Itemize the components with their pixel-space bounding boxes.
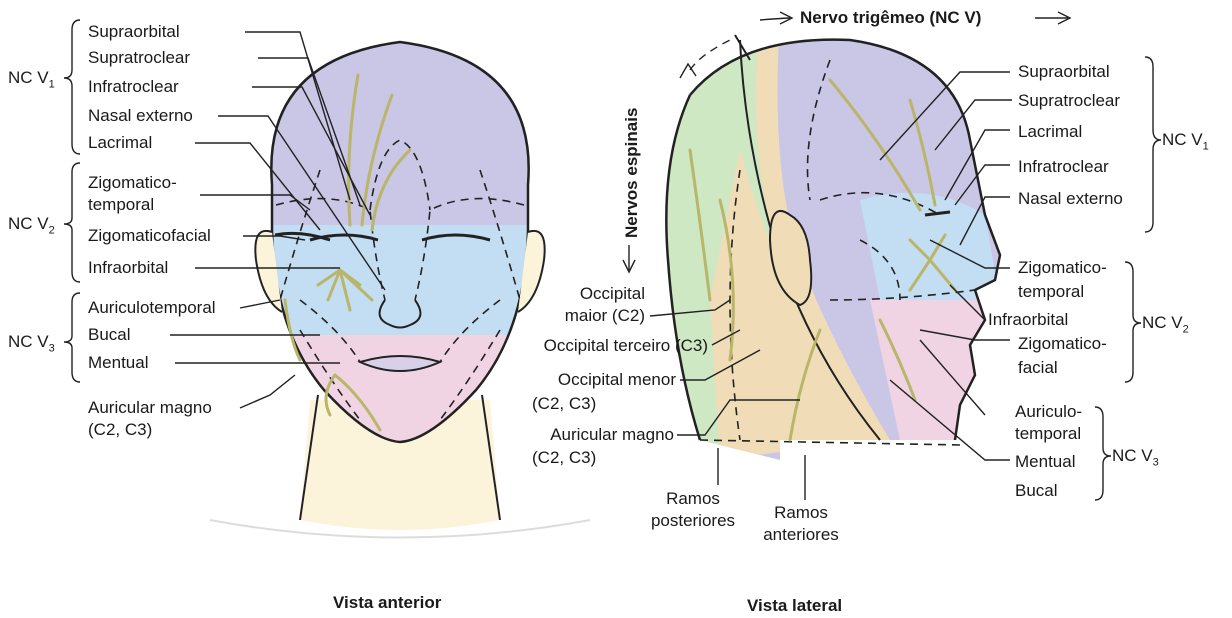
anterior-label-zigomatico-temporal-1: Zigomatico- [88, 173, 177, 193]
lateral-label-nasal-externo: Nasal externo [1018, 189, 1123, 209]
anterior-label-auricular-magno-2: (C2, C3) [88, 420, 152, 440]
lateral-label-auricular-magno-1: Auricular magno [510, 425, 674, 445]
lateral-header-trigeminal: Nervo trigêmeo (NC V) [800, 8, 981, 28]
lateral-head [640, 20, 1040, 460]
lateral-label-mentual: Mentual [1015, 452, 1075, 472]
anterior-label-zigomaticofacial: Zigomaticofacial [88, 226, 211, 246]
lateral-label-auriculo-temporal-2: temporal [1015, 424, 1081, 444]
anterior-label-auriculotemporal: Auriculotemporal [88, 298, 216, 318]
anterior-label-zigomatico-temporal-2: temporal [88, 195, 154, 215]
anterior-label-infratroclear: Infratroclear [88, 77, 179, 97]
anterior-label-lacrimal: Lacrimal [88, 133, 152, 153]
anterior-label-bucal: Bucal [88, 325, 131, 345]
lateral-label-occipital-terceiro: Occipital terceiro (C3) [500, 336, 708, 356]
caption-lateral: Vista lateral [747, 596, 842, 616]
lateral-label-occipital-menor-2: (C2, C3) [532, 394, 596, 414]
anterior-label-auricular-magno-1: Auricular magno [88, 398, 212, 418]
lateral-label-ramos-posteriores-2: posteriores [648, 511, 738, 531]
lateral-label-ramos-anteriores-2: anteriores [756, 525, 846, 545]
lateral-label-occipital-menor-1: Occipital menor [510, 370, 676, 390]
anterior-label-supraorbital: Supraorbital [88, 22, 180, 42]
lateral-group-ncv1: NC V1 [1162, 130, 1209, 152]
lateral-label-occipital-maior-2: maior (C2) [500, 306, 645, 326]
lateral-label-supratroclear: Supratroclear [1018, 91, 1120, 111]
anterior-label-mentual: Mentual [88, 353, 148, 373]
caption-anterior: Vista anterior [333, 593, 441, 613]
lateral-label-lacrimal: Lacrimal [1018, 122, 1082, 142]
anterior-group-ncv3: NC V3 [8, 332, 55, 354]
lateral-label-zigomatico-facial-1: Zigomatico- [1018, 334, 1107, 354]
lateral-label-auriculo-temporal-1: Auriculo- [1015, 402, 1082, 422]
lateral-spinal-nerves-label: Nervos espinais [622, 108, 642, 238]
lateral-label-zigomatico-temporal-2: temporal [1018, 282, 1084, 302]
lateral-label-infratroclear: Infratroclear [1018, 157, 1109, 177]
anterior-label-infraorbital: Infraorbital [88, 258, 168, 278]
lateral-group-ncv3: NC V3 [1112, 446, 1159, 468]
anterior-group-ncv2: NC V2 [8, 214, 55, 236]
lateral-label-infraorbital: Infraorbital [988, 310, 1068, 330]
lateral-label-ramos-posteriores-1: Ramos [648, 489, 738, 509]
lateral-label-bucal: Bucal [1015, 481, 1058, 501]
lateral-group-ncv2: NC V2 [1142, 313, 1189, 335]
lateral-label-zigomatico-facial-2: facial [1018, 358, 1058, 378]
anterior-label-supratroclear: Supratroclear [88, 48, 190, 68]
lateral-label-occipital-maior-1: Occipital [500, 284, 645, 304]
lateral-label-zigomatico-temporal-1: Zigomatico- [1018, 258, 1107, 278]
anterior-label-nasal-externo: Nasal externo [88, 106, 193, 126]
lateral-label-ramos-anteriores-1: Ramos [756, 503, 846, 523]
lateral-label-supraorbital: Supraorbital [1018, 62, 1110, 82]
anterior-group-ncv1: NC V1 [8, 68, 55, 90]
lateral-label-auricular-magno-2: (C2, C3) [532, 448, 596, 468]
